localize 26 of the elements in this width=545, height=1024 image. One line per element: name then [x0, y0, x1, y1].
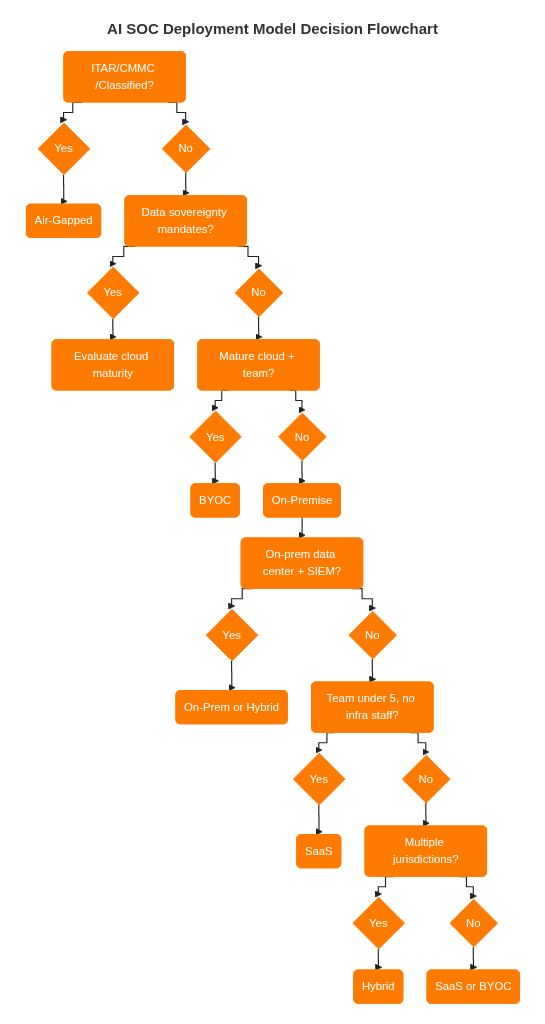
- node-diamond: Yes: [205, 608, 258, 662]
- arrow: [59, 174, 67, 205]
- node-diamond: Yes: [188, 410, 242, 464]
- node-diamond: No: [161, 124, 210, 174]
- node-diamond: No: [448, 898, 498, 948]
- arrow: [368, 658, 376, 683]
- node-diamond: No: [401, 754, 450, 804]
- arrow: [374, 948, 382, 971]
- arrow: [254, 316, 262, 341]
- arrow: [315, 804, 323, 836]
- node-diamond: Yes: [37, 122, 90, 176]
- arrow: [211, 462, 219, 485]
- arrow: [298, 516, 306, 539]
- arrow: [181, 172, 190, 197]
- title: AI SOC Deployment Model Decision Flowchart: [107, 20, 438, 37]
- arrow: [109, 318, 117, 341]
- arrow: [422, 802, 430, 827]
- node-diamond: Yes: [292, 752, 345, 806]
- arrow: [469, 946, 477, 971]
- node-diamond: No: [347, 610, 397, 660]
- node-diamond: Yes: [86, 266, 139, 320]
- node-diamond: No: [234, 268, 283, 318]
- arrow: [227, 660, 235, 692]
- node-diamond: Yes: [351, 896, 405, 950]
- arrow: [298, 460, 306, 485]
- node-diamond: No: [277, 412, 327, 462]
